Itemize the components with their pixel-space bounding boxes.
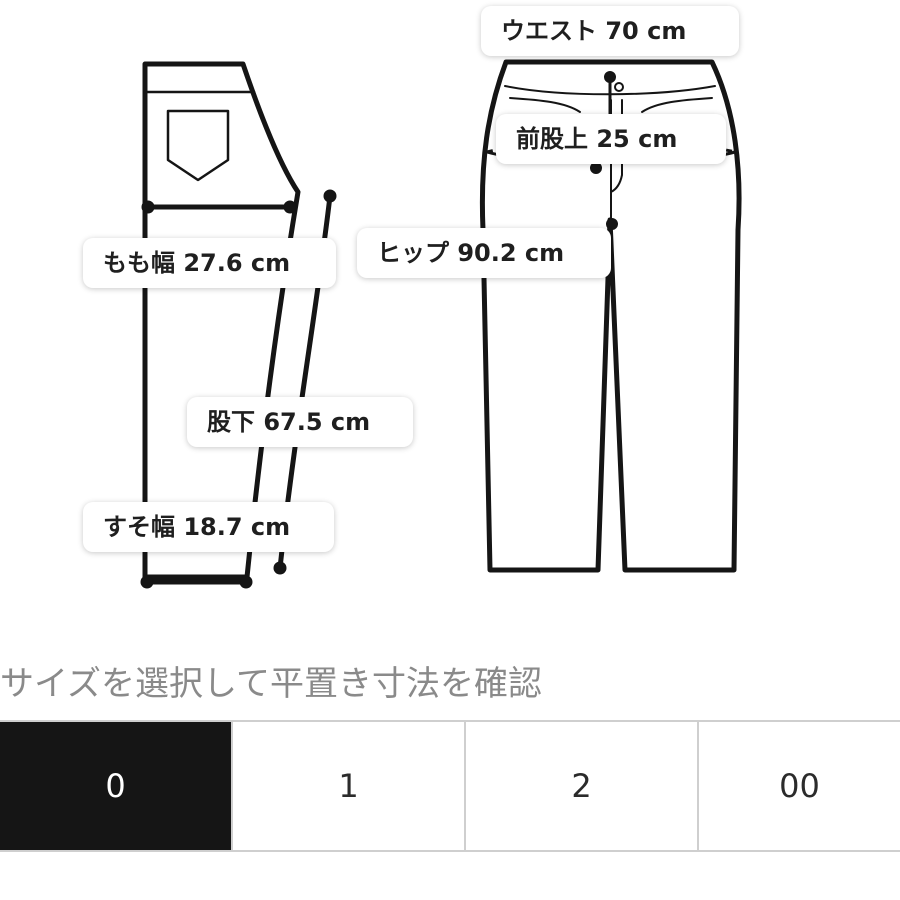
size-tab-00[interactable]: 00 xyxy=(779,767,820,805)
waist-label: ウエスト 70 cm xyxy=(481,6,739,56)
measure-dot xyxy=(590,162,602,174)
thigh-width-measure xyxy=(141,200,297,214)
front-view-outline xyxy=(479,59,742,573)
pants-side-view xyxy=(142,61,301,580)
back-pocket xyxy=(166,109,230,182)
measure-dot xyxy=(141,200,155,214)
measure-dot xyxy=(239,575,253,589)
size-select-prompt: サイズを選択して平置き寸法を確認 xyxy=(0,664,542,704)
inseam-label: 股下 67.5 cm xyxy=(187,397,413,447)
hem-width-measure xyxy=(140,575,253,589)
pants-front-view xyxy=(479,59,742,573)
hip-label: ヒップ 90.2 cm xyxy=(357,228,611,278)
measure-dot xyxy=(323,189,337,203)
size-tab-2[interactable]: 2 xyxy=(466,722,699,850)
measure-dot xyxy=(283,200,297,214)
fly-stitch xyxy=(610,99,623,193)
measure-dot xyxy=(273,561,287,575)
measure-dot xyxy=(140,575,154,589)
right-pocket-line xyxy=(641,97,713,113)
waistband-line xyxy=(504,85,716,96)
size-diagram: ウエスト 70 cm 前股上 25 cm ヒップ 90.2 cm もも幅 27.… xyxy=(83,6,742,589)
button-icon xyxy=(614,82,624,92)
left-pocket-line xyxy=(509,97,581,113)
size-selector: 0 1 2 00 xyxy=(0,720,900,852)
thigh-width-label: もも幅 27.6 cm xyxy=(83,238,336,288)
hem-width-label: すそ幅 18.7 cm xyxy=(83,502,334,552)
measure-dot xyxy=(606,218,618,230)
size-tab-1[interactable]: 1 xyxy=(233,722,466,850)
front-rise-label: 前股上 25 cm xyxy=(496,114,726,164)
size-tab-0[interactable]: 0 xyxy=(0,722,233,850)
